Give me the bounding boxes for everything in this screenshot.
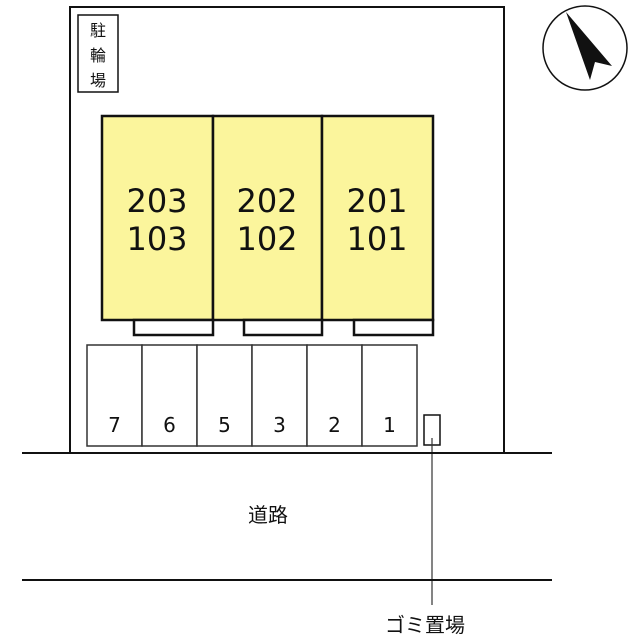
bicycle-parking-label-1: 駐 — [90, 21, 106, 40]
parking-slot-2 — [306, 344, 363, 447]
unit-block-201-101 — [320, 114, 435, 322]
north-arrow-icon — [542, 5, 628, 91]
entrance-step — [242, 318, 324, 337]
unit-block-203-103 — [100, 114, 215, 322]
parking-slot-number: 2 — [328, 413, 341, 437]
parking-slot-number: 1 — [383, 413, 396, 437]
bicycle-parking-label-3: 場 — [90, 71, 106, 90]
entrance-step — [352, 318, 435, 337]
entrance-step — [132, 318, 215, 337]
garbage-label: ゴミ置場 — [385, 613, 465, 637]
bicycle-parking-label-2: 輪 — [90, 46, 106, 65]
road-label: 道路 — [248, 503, 288, 527]
parking-slot-number: 6 — [163, 413, 176, 437]
unit-number: 102 — [236, 220, 297, 258]
unit-number: 203 — [126, 182, 187, 220]
parking-slot-6 — [141, 344, 198, 447]
site-boundary — [69, 6, 505, 453]
parking-slot-number: 5 — [218, 413, 231, 437]
parking-slot-number: 3 — [273, 413, 286, 437]
parking-slot-1 — [361, 344, 418, 447]
unit-number: 201 — [346, 182, 407, 220]
building-units: 203 103 202 102 201 101 — [100, 114, 435, 337]
unit-number: 101 — [346, 220, 407, 258]
unit-number: 103 — [126, 220, 187, 258]
bicycle-parking: 駐 輪 場 — [77, 14, 119, 93]
parking-lot: 7 6 5 3 2 1 — [86, 344, 418, 447]
unit-number: 202 — [236, 182, 297, 220]
parking-slot-number: 7 — [108, 413, 121, 437]
